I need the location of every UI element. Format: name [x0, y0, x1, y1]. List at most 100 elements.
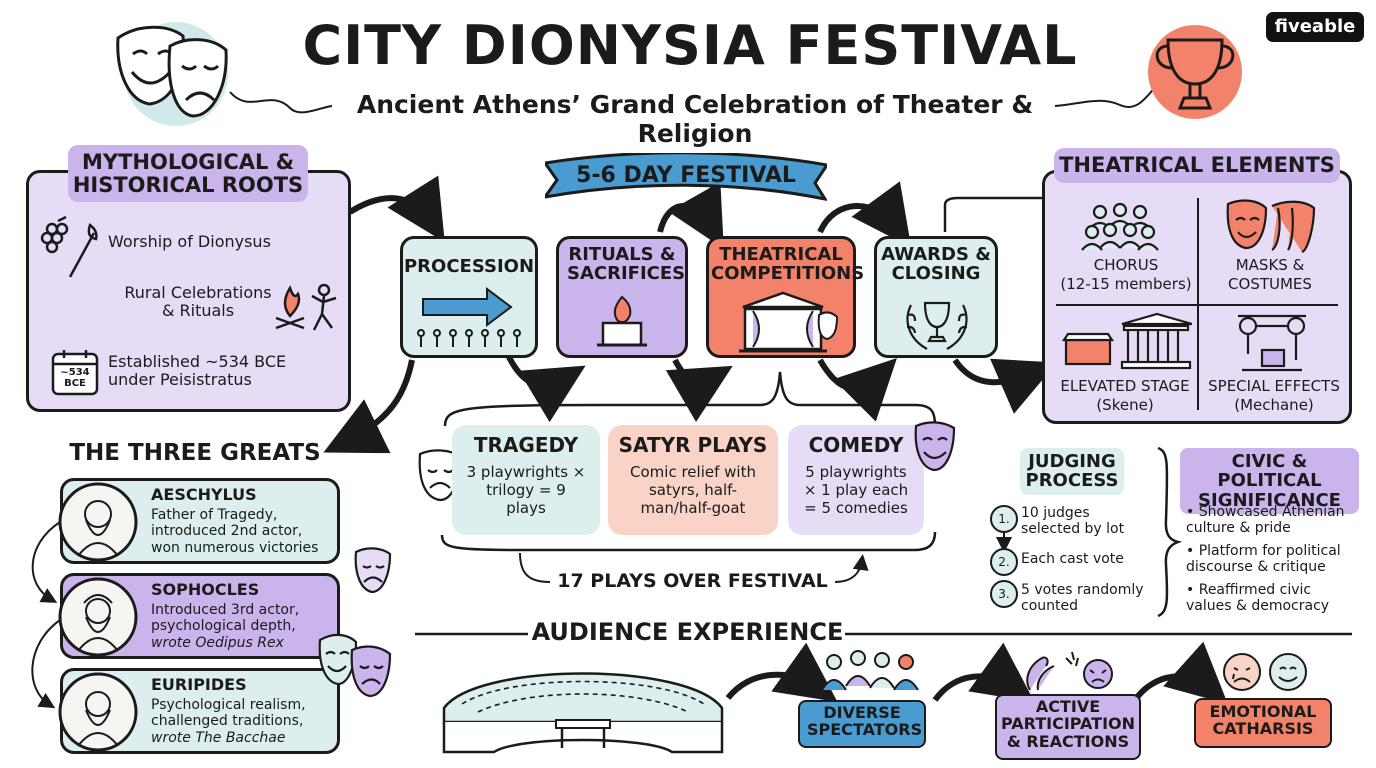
judging-step-2-text: Each cast vote [1021, 551, 1124, 567]
stage-awards: AWARDS & CLOSING [874, 236, 998, 358]
sad-mask-icon [354, 547, 392, 594]
aeschylus-portrait-icon [58, 482, 138, 562]
genre-comedy-title: COMEDY [808, 433, 904, 457]
stage-awards-label: AWARDS & CLOSING [881, 244, 991, 285]
element-chorus-sub: (12-15 members) [1060, 275, 1192, 293]
clapping-reaction-icon [1026, 651, 1113, 691]
audience-step-catharsis-label: EMOTIONAL CATHARSIS [1209, 702, 1317, 739]
civic-heading: CIVIC & POLITICAL SIGNIFICANCE [1180, 448, 1359, 515]
great-aeschylus-name: AESCHYLUS [151, 485, 257, 504]
chorus-icon [1081, 202, 1159, 251]
genre-brace-bottom [440, 531, 937, 552]
genre-comedy: COMEDY 5 playwrights × 1 play each = 5 c… [788, 425, 924, 535]
great-aeschylus-desc-line-2: introduced 2nd actor, [151, 523, 303, 540]
stage-columns-icon [1062, 312, 1192, 370]
arrow-roots-procession [348, 175, 445, 243]
comedy-tragedy-masks-icon [108, 16, 233, 128]
civic-bullet-2: • Platform for political discourse & cri… [1186, 543, 1354, 575]
element-stage-title: ELEVATED STAGE [1060, 377, 1190, 395]
genre-satyr: SATYR PLAYS Comic relief with satyrs, ha… [608, 425, 778, 535]
greats-heading: THE THREE GREATS [69, 440, 321, 466]
grapes-torch-icon [40, 215, 102, 281]
double-masks-icon [318, 633, 392, 698]
element-masks-sub: COSTUMES [1228, 275, 1312, 293]
audience-step-spectators: DIVERSE SPECTATORS [798, 700, 926, 748]
genre-tragedy: TRAGEDY 3 playwrights × trilogy = 9 play… [452, 425, 600, 535]
roots-item-worship: Worship of Dionysus [108, 232, 271, 251]
civic-brace [1157, 446, 1183, 618]
genre-tragedy-title: TRAGEDY [473, 433, 579, 457]
element-chorus-title: CHORUS [1093, 256, 1159, 274]
stage-procession-label: PROCESSION [403, 256, 535, 277]
theater-building-icon [739, 291, 839, 353]
great-aeschylus-desc: Father of Tragedy, introduced 2nd actor,… [151, 507, 318, 556]
great-aeschylus-desc-line-3: won numerous victories [151, 539, 319, 556]
civic-bullet-2-dot: • [1186, 543, 1195, 559]
audience-step-catharsis: EMOTIONAL CATHARSIS [1194, 698, 1332, 748]
civic-bullet-3-dot: • [1186, 582, 1195, 598]
crane-pulley-icon [1238, 314, 1306, 372]
euripides-portrait-icon [58, 672, 138, 752]
audience-step-participation: ACTIVE PARTICIPATION & REACTIONS [995, 694, 1141, 760]
great-aeschylus-desc-line-1: Father of Tragedy, [151, 507, 278, 523]
genre-satyr-title: SATYR PLAYS [618, 433, 768, 457]
arrow-procession-greats [323, 359, 415, 454]
great-euripides-desc-line-2: challenged traditions, [151, 713, 304, 730]
stage-rituals-label: RITUALS & SACRIFICES [567, 244, 686, 285]
comedy-mask-icon [914, 421, 956, 472]
greats-link-1 [31, 521, 61, 603]
spectators-icon [821, 650, 919, 691]
great-sophocles-desc-line-1: Introduced 3rd actor, [151, 602, 300, 618]
element-masks-title: MASKS & [1235, 256, 1305, 274]
festival-banner-text: 5-6 DAY FESTIVAL [576, 163, 796, 188]
trophy-icon [1140, 22, 1250, 122]
elements-heading: THEATRICAL ELEMENTS [1054, 148, 1340, 183]
genre-comedy-text: 5 playwrights × 1 play each = 5 comedies [803, 462, 909, 517]
judging-heading: JUDGING PROCESS [1020, 448, 1124, 495]
judging-step-1-text: 10 judges selected by lot [1021, 505, 1125, 538]
civic-bullet-1: • Showcased Athenian culture & pride [1186, 504, 1354, 536]
arrow-rituals-in [665, 358, 733, 423]
roots-item-rural: Rural Celebrations & Rituals [124, 283, 272, 321]
great-sophocles-desc-line-2: psychological depth, [151, 618, 296, 635]
arrow-theatrical-awards-top [817, 181, 912, 248]
element-effects-sub: (Mechane) [1234, 396, 1314, 414]
civic-bullet-1-text: Showcased Athenian culture & pride [1186, 504, 1345, 537]
festival-banner [541, 151, 830, 209]
altar-fire-icon [597, 295, 647, 347]
civic-bullet-1-dot: • [1186, 504, 1195, 520]
stage-rituals: RITUALS & SACRIFICES [556, 236, 688, 358]
genre-tragedy-text: 3 playwrights × trilogy = 9 plays [466, 462, 586, 517]
element-stage-sub: (Skene) [1096, 396, 1154, 414]
roots-heading: MYTHOLOGICAL & HISTORICAL ROOTS [68, 145, 308, 203]
judging-step-2-num: 2. [990, 548, 1018, 576]
procession-icon [417, 287, 521, 347]
roots-item-established: Established ~534 BCE under Peisistratus [108, 352, 287, 390]
civic-bullet-3: • Reaffirmed civic values & democracy [1186, 582, 1354, 614]
squiggle-left [229, 91, 333, 114]
plays-arrow [519, 553, 862, 583]
arrow-procession-rituals [505, 353, 586, 423]
bonfire-dancer-icon [270, 280, 342, 336]
audience-step-participation-label: ACTIVE PARTICIPATION & REACTIONS [1000, 697, 1136, 751]
elements-divider-h [1056, 304, 1338, 306]
arrow-participation-catharsis [1132, 641, 1228, 705]
judging-step-3-text: 5 votes randomly counted [1021, 582, 1144, 615]
laurel-trophy-icon [906, 301, 968, 350]
plays-total: 17 PLAYS OVER FESTIVAL [557, 570, 828, 592]
stage-theatrical-label: THEATRICAL COMPETITIONS [711, 244, 865, 285]
audience-step-spectators-label: DIVERSE SPECTATORS [807, 703, 923, 740]
squiggle-right [1054, 79, 1163, 108]
judging-step-3-num: 3. [990, 580, 1018, 608]
great-euripides-desc-line-1: Psychological realism, [151, 697, 306, 713]
mask-costume-icon [1226, 199, 1316, 254]
great-sophocles-desc: Introduced 3rd actor, psychological dept… [151, 602, 299, 651]
arrow-theatrical-awards-bottom [817, 358, 897, 422]
amphitheater-icon [442, 672, 724, 754]
line-awards-elements-top [943, 196, 1042, 232]
element-effects-title: SPECIAL EFFECTS [1208, 377, 1340, 395]
genre-satyr-text: Comic relief with satyrs, half-man/half-… [630, 462, 756, 517]
greats-link-2 [31, 619, 61, 709]
great-sophocles-name: SOPHOCLES [151, 580, 260, 599]
arrow-theater-spectators [725, 642, 838, 702]
